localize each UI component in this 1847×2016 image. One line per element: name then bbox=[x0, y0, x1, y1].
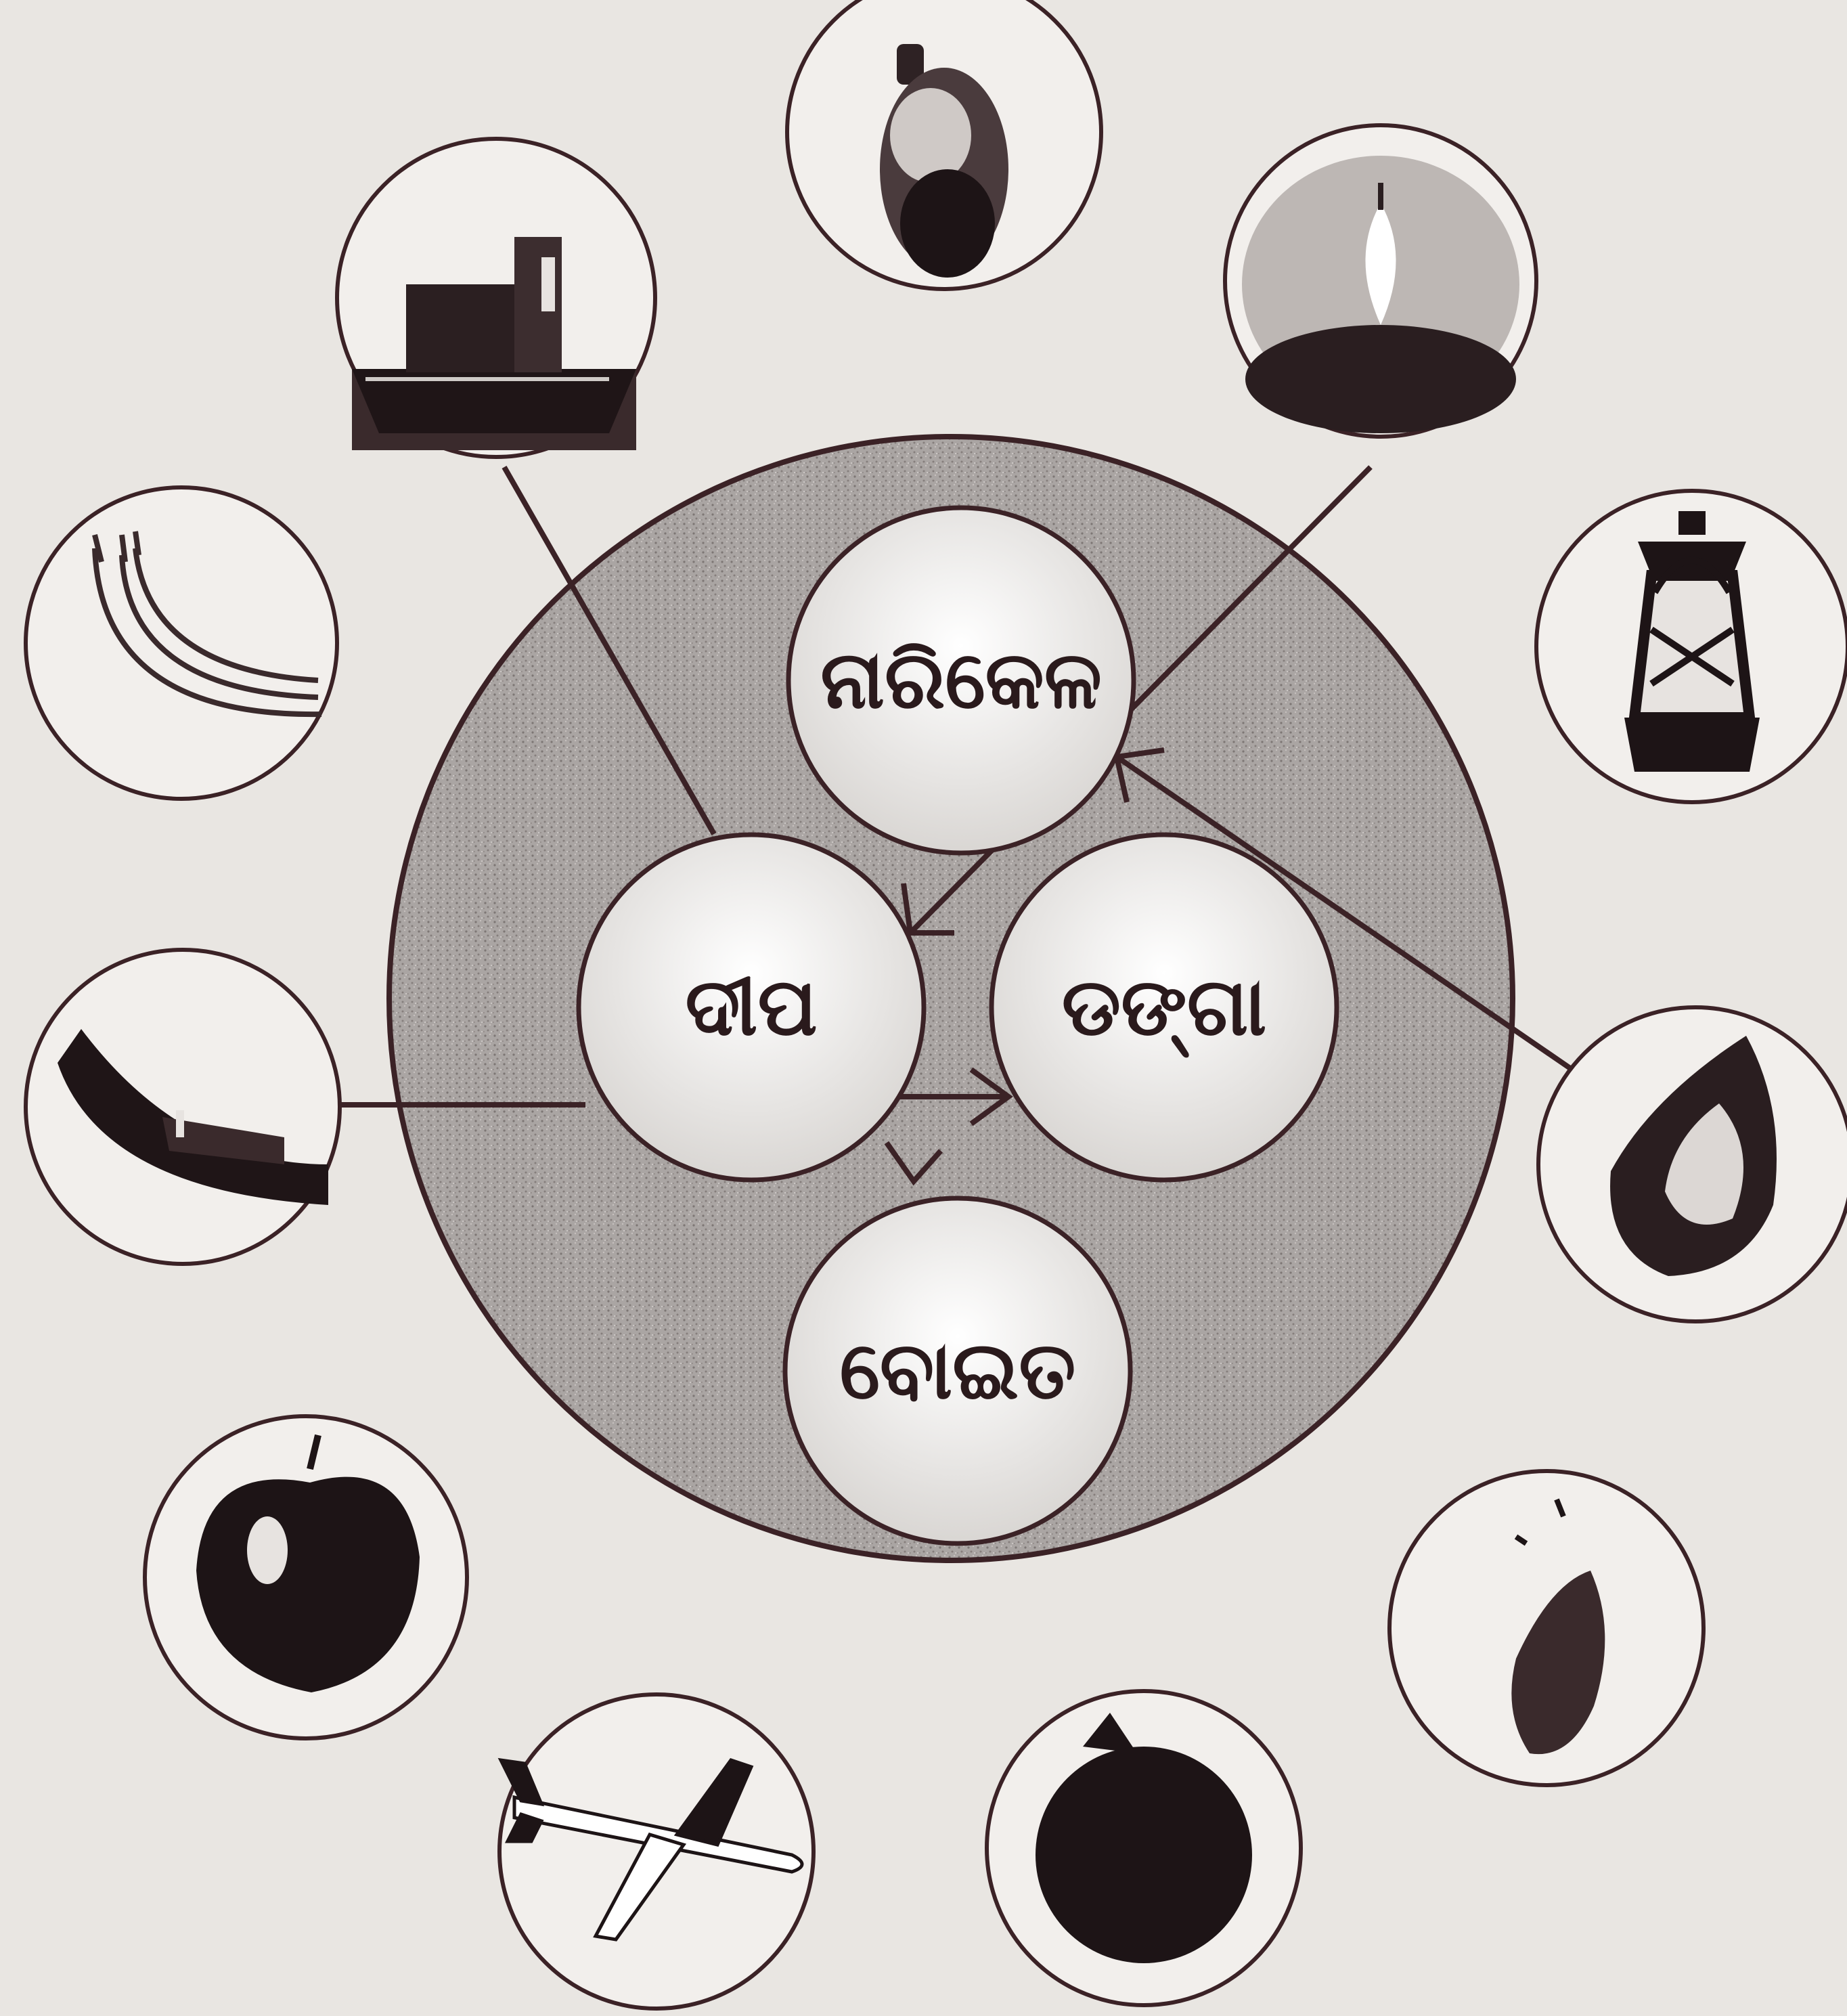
picture-leaf-fruit bbox=[1538, 1007, 1847, 1321]
word-circle-dipa: ଦୀପ bbox=[579, 835, 924, 1180]
word-circle-danga: ଡଙ୍ଗା bbox=[992, 835, 1337, 1180]
word-circle-boita: ବୋଇତ bbox=[785, 1198, 1130, 1543]
picture-banana bbox=[26, 487, 337, 799]
picture-coconut bbox=[787, 0, 1101, 289]
picture-boat bbox=[26, 950, 340, 1264]
lantern-icon bbox=[1624, 511, 1760, 772]
picture-airplane bbox=[499, 1694, 814, 2009]
picture-ship bbox=[337, 139, 655, 457]
word-boita: ବୋଇତ bbox=[840, 1323, 1076, 1417]
word-danga: ଡଙ୍ଗା bbox=[1062, 960, 1267, 1057]
picture-oil-lamp bbox=[1225, 125, 1536, 437]
picture-lantern bbox=[1536, 491, 1847, 802]
picture-seed bbox=[1389, 1471, 1704, 1785]
word-circle-narikela: ନାରିକେଳ bbox=[788, 508, 1134, 853]
picture-round-fruit bbox=[987, 1691, 1301, 2005]
oil-lamp-icon bbox=[1242, 156, 1519, 433]
picture-apple bbox=[145, 1416, 467, 1738]
word-narikela: ନାରିକେଳ bbox=[820, 633, 1102, 726]
word-dipa: ଦୀପ bbox=[685, 960, 817, 1053]
